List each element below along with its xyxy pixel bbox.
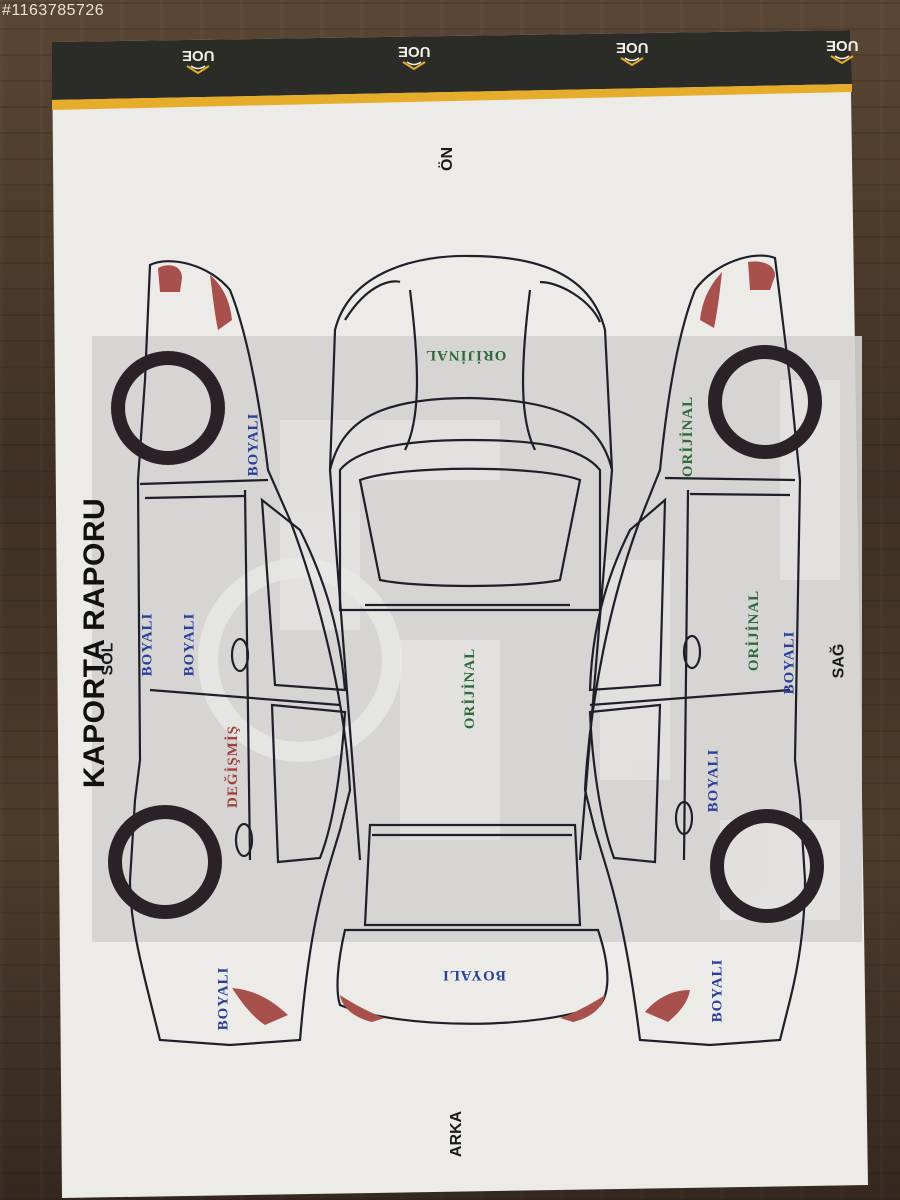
- direction-right-label: SAĞ: [830, 643, 848, 679]
- rear-window: [363, 823, 582, 927]
- left-rear-window: [270, 703, 347, 864]
- header-logo: UOE: [820, 32, 864, 70]
- right-rear-window: [588, 703, 662, 864]
- photo-id-watermark: #1163785726: [2, 2, 105, 19]
- windshield: [358, 467, 582, 588]
- right-front-door-status: ORİJİNAL: [746, 589, 763, 672]
- header-band: [52, 30, 852, 100]
- background-circle: [198, 558, 402, 762]
- left-front-window: [260, 497, 347, 692]
- header-logo: UOE: [176, 42, 220, 80]
- left-rear-fender-status: BOYALI: [215, 966, 232, 1031]
- right-rear-fender-status: BOYALI: [709, 958, 726, 1023]
- car-left-side-view: [128, 260, 352, 1047]
- trunk-status: BOYALI: [442, 967, 506, 983]
- direction-front-label: ÖN: [439, 147, 456, 171]
- logo-mark-icon: [402, 61, 426, 70]
- trunk-outline: [336, 928, 609, 1025]
- left-front-tire: [111, 351, 225, 465]
- direction-left-label: SOL: [99, 642, 117, 676]
- right-front-fender-status: ORİJİNAL: [680, 395, 697, 478]
- left-rear-tire: [108, 805, 222, 919]
- right-body-outline: [583, 254, 807, 1047]
- header-logo: UOE: [392, 38, 436, 76]
- header-stripe: [52, 84, 852, 110]
- right-front-window: [588, 497, 667, 692]
- header-logo: UOE: [610, 34, 654, 72]
- car-right-side-view: [583, 254, 807, 1047]
- right-rear-door-status: BOYALI: [705, 748, 722, 813]
- logo-mark-icon: [620, 57, 644, 66]
- right-rear-tire: [710, 809, 824, 923]
- logo-mark-icon: [830, 55, 854, 64]
- roof-outline: [338, 438, 602, 612]
- hood-status: ORİJİNAL: [425, 347, 507, 363]
- logo-mark-icon: [186, 65, 210, 74]
- left-front-door-b-status: BOYALI: [181, 612, 198, 677]
- left-front-door-status: BOYALI: [139, 612, 156, 677]
- right-front-tire: [708, 345, 822, 459]
- left-rear-door-status: DEĞİŞMİŞ: [225, 724, 242, 809]
- left-front-fender-status: BOYALI: [245, 412, 262, 477]
- right-front-door-b-status: BOYALI: [781, 630, 798, 695]
- left-body-outline: [128, 260, 352, 1047]
- direction-back-label: ARKA: [448, 1110, 466, 1158]
- roof-status: ORİJİNAL: [462, 647, 479, 730]
